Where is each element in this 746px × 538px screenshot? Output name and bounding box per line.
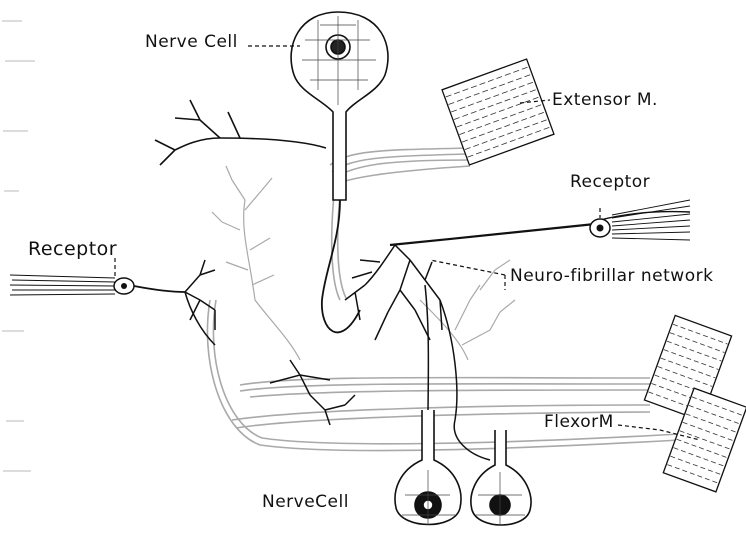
label-receptor-left: Receptor	[28, 238, 117, 260]
nerve-cell-bottom-left	[395, 410, 461, 525]
label-flexor: FlexorM	[544, 412, 614, 432]
gray-fiber-bundles	[207, 148, 680, 450]
gray-dendrite-tree-left	[212, 166, 300, 360]
extensor-muscle	[442, 59, 554, 165]
label-nerve-cell-top: Nerve Cell	[145, 32, 238, 52]
black-dendrite-tree-top	[155, 100, 326, 165]
nerve-cell-bottom-right	[471, 430, 531, 525]
top-cell-axon	[322, 200, 360, 332]
leader-network	[430, 260, 505, 290]
label-extensor: Extensor M.	[552, 90, 658, 110]
nerve-cell-top	[291, 12, 388, 200]
receptor-right-group	[390, 200, 690, 245]
label-network: Neuro-fibrillar network	[510, 266, 713, 286]
neuro-fibrillar-tree	[345, 245, 490, 460]
gray-dendrite-tree-right	[420, 260, 515, 360]
receptor-left-group	[10, 260, 215, 345]
label-receptor-right: Receptor	[570, 172, 650, 192]
label-nerve-cell-bottom: NerveCell	[262, 492, 349, 512]
